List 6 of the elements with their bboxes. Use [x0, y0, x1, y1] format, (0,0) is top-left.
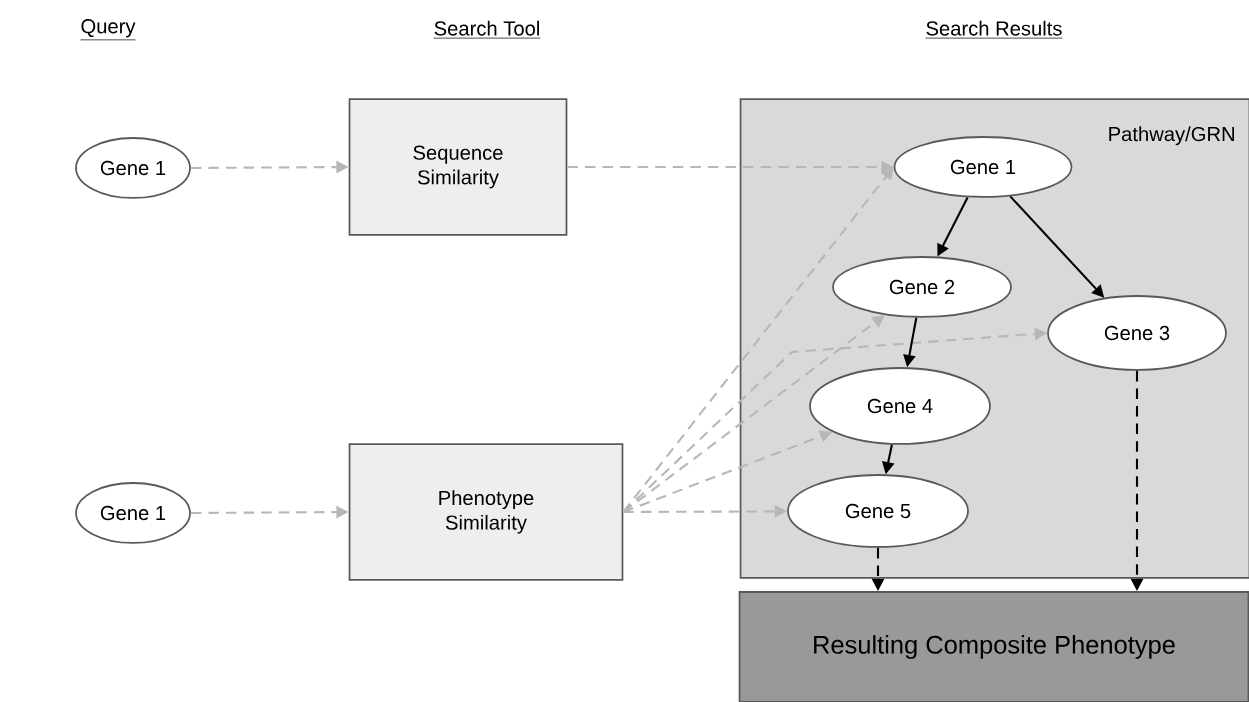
result-box: Resulting Composite Phenotype	[738, 591, 1249, 702]
column-heading: Query	[80, 19, 136, 41]
column-heading: Search Results	[925, 20, 1063, 39]
tool-box: Phenotype Similarity	[348, 443, 624, 581]
column-heading: Search Tool	[433, 20, 541, 39]
tool-box: Sequence Similarity	[348, 98, 568, 236]
